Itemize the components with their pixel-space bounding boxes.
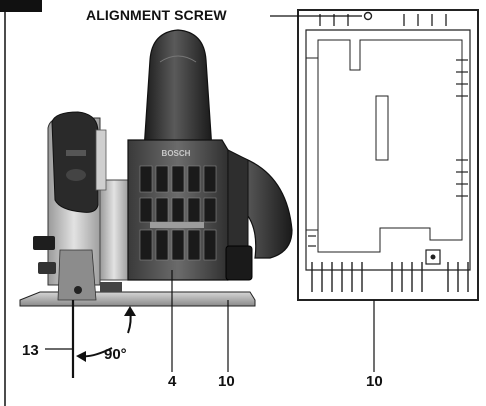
callout-13: 13 xyxy=(22,342,39,359)
callout-4: 4 xyxy=(168,373,177,390)
corner-tab xyxy=(0,0,42,12)
callout-10-right: 10 xyxy=(366,373,383,390)
top-handle xyxy=(143,29,213,151)
depth-knob xyxy=(51,111,99,213)
alignment-screw xyxy=(363,11,373,21)
base-plate xyxy=(297,9,479,301)
motor-vents xyxy=(139,165,217,261)
shoe-base xyxy=(19,291,256,307)
callout-90-degrees: 90° xyxy=(104,346,127,363)
callout-10-left: 10 xyxy=(218,373,235,390)
brand-logo: BOSCH xyxy=(162,149,191,158)
spindle-lock xyxy=(225,245,253,281)
bevel-lever xyxy=(33,236,55,250)
circular-saw: BOSCH xyxy=(19,29,293,307)
callout-alignment-screw: ALIGNMENT SCREW xyxy=(86,7,227,23)
